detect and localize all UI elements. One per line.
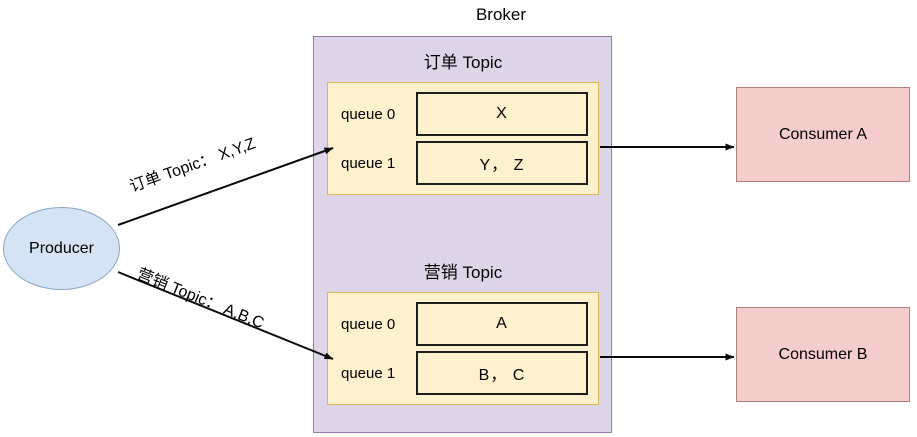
queue-label: queue 0 xyxy=(341,315,396,333)
edge-producer-to-marketing xyxy=(117,271,334,360)
queue-row: queue 0 X xyxy=(338,92,588,136)
topic-marketing-box: queue 0 A queue 1 B， C xyxy=(327,292,599,405)
queue-messages: B， C xyxy=(416,351,588,395)
edge-producer-to-orders xyxy=(117,147,334,226)
consumer-b-box: Consumer B xyxy=(736,307,910,402)
topic-orders-title: 订单 Topic xyxy=(423,53,503,72)
queue-label: queue 0 xyxy=(341,105,396,123)
queue-messages: A xyxy=(416,302,588,346)
queue-label: queue 1 xyxy=(341,364,396,382)
topic-marketing-title: 营销 Topic xyxy=(423,263,503,282)
queue-messages: X xyxy=(416,92,588,136)
edge-label-orders: 订单 Topic： X,Y,Z xyxy=(127,134,258,196)
queue-row: queue 1 B， C xyxy=(338,351,588,395)
queue-messages: Y， Z xyxy=(416,141,588,185)
broker-title: Broker xyxy=(475,5,527,24)
consumer-a-box: Consumer A xyxy=(736,87,910,182)
queue-row: queue 0 A xyxy=(338,302,588,346)
topic-orders-box: queue 0 X queue 1 Y， Z xyxy=(327,82,599,195)
queue-label: queue 1 xyxy=(341,154,396,172)
producer-node: Producer xyxy=(3,207,120,290)
edge-label-marketing: 营销 Topic： A,B,C xyxy=(135,265,267,332)
queue-row: queue 1 Y， Z xyxy=(338,141,588,185)
